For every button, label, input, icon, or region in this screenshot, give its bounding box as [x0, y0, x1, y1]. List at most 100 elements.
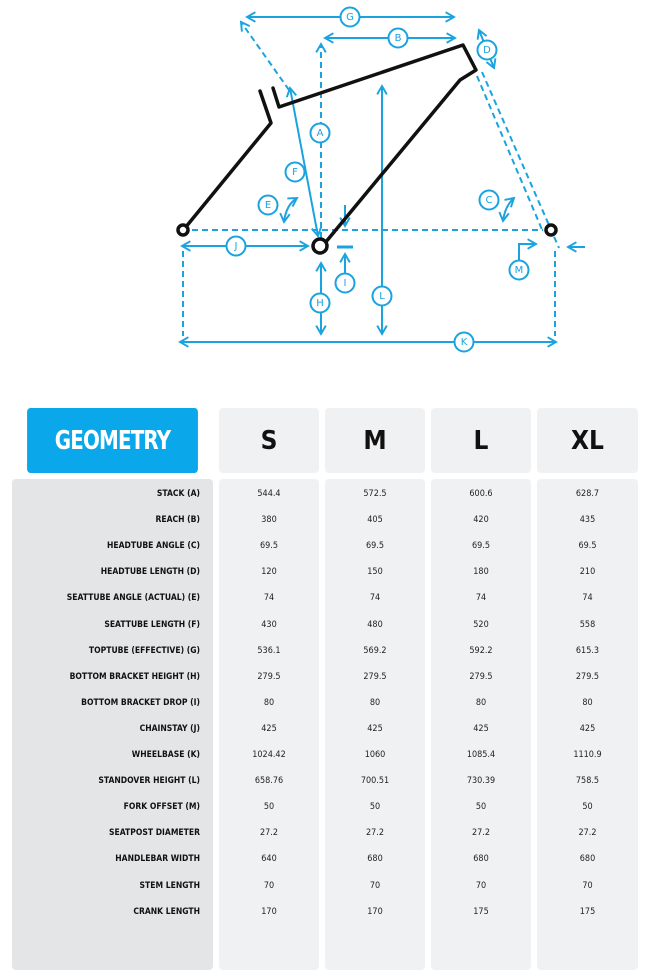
size-header-xl: XL [537, 408, 638, 473]
row-label: HEADTUBE LENGTH (D) [100, 567, 200, 578]
table-cell-value: 175 [579, 906, 596, 917]
table-cell-value: 69.5 [259, 541, 279, 552]
size-header-l: L [431, 408, 531, 473]
table-cell-value: 69.5 [365, 541, 385, 552]
measure-label-m: M [515, 265, 524, 276]
row-label: CHAINSTAY (J) [139, 723, 200, 734]
label-circle-m [508, 259, 530, 281]
table-cell-value: 74 [369, 593, 381, 604]
table-cell-value: 50 [582, 802, 593, 813]
fork-line-2 [481, 71, 560, 249]
table-cell-value: 279.5 [363, 671, 387, 682]
label-circle-f [284, 161, 306, 183]
table-cell-value: 425 [261, 723, 277, 734]
measure-label-c: C [486, 195, 493, 206]
measure-label-j: J [234, 241, 238, 252]
row-label: REACH (B) [155, 515, 200, 526]
table-cell-value: 120 [261, 567, 277, 578]
table-cell-value: 425 [579, 723, 596, 734]
table-cell-value: 279.5 [575, 671, 600, 682]
label-circle-g [339, 6, 361, 28]
table-cell-value: 210 [579, 567, 596, 578]
table-cell-value: 544.4 [257, 489, 281, 499]
bottom-bracket [311, 237, 329, 255]
table-cell-value: 536.1 [257, 645, 281, 656]
table-cell-value: 70 [475, 880, 487, 891]
measure-label-i: I [344, 278, 347, 289]
size-header-s: S [219, 408, 319, 473]
m-arrow [518, 238, 538, 262]
table-cell-value: 27.2 [578, 828, 597, 839]
table-cell-value: 405 [367, 515, 383, 526]
table-cell-value: 27.2 [471, 828, 491, 839]
row-labels-column: STACK (A) REACH (B) HEADTUBE ANGLE (C) HEAD… [12, 479, 213, 970]
row-label: STACK (A) [156, 489, 200, 499]
table-cell-value: 80 [263, 697, 275, 708]
table-cell-value: 380 [261, 515, 277, 526]
measure-label-g: G [346, 12, 354, 23]
measure-label-f: F [292, 167, 298, 178]
label-circle-j [225, 235, 247, 257]
fork-line-1 [476, 75, 544, 233]
label-circle-d [476, 39, 498, 61]
table-cell-value: 600.6 [469, 489, 493, 499]
label-circle-a [309, 122, 331, 144]
f-arrow [285, 86, 323, 238]
table-cell-value: 1024.42 [252, 750, 286, 760]
geometry-title: GEOMETRY [27, 408, 198, 473]
row-label: CRANK LENGTH [133, 906, 200, 917]
label-circle-i [334, 272, 356, 294]
table-cell-value: 80 [369, 697, 381, 708]
table-cell-value: 70 [369, 880, 381, 891]
label-circle-b [387, 27, 409, 49]
label-circle-l [371, 285, 393, 307]
table-cell-value: 170 [367, 906, 383, 917]
table-cell-value: 80 [475, 697, 487, 708]
bike-frame [176, 43, 558, 255]
label-circle-k [453, 331, 475, 353]
table-cell-value: 1085.4 [466, 750, 496, 760]
seat-extension [239, 20, 290, 91]
table-cell-value: 80 [582, 697, 593, 708]
row-label: HANDLEBAR WIDTH [115, 854, 200, 865]
row-label: SEATTUBE LENGTH (F) [104, 619, 200, 630]
table-cell-value: 175 [473, 906, 489, 917]
table-cell-value: 70 [263, 880, 275, 891]
table-cell-value: 640 [261, 854, 277, 865]
table-cell-value: 27.2 [365, 828, 385, 839]
table-cell-value: 279.5 [257, 671, 281, 682]
table-cell-value: 74 [475, 593, 487, 604]
table-cell-value: 558 [579, 619, 596, 630]
table-cell-value: 50 [369, 802, 381, 813]
table-cell-value: 1060 [364, 750, 386, 760]
measure-label-b: B [395, 33, 402, 44]
label-circle-c [478, 189, 500, 211]
table-cell-value: 572.5 [363, 489, 387, 499]
table-cell-value: 680 [579, 854, 596, 865]
size-header-m: M [325, 408, 425, 473]
table-cell-value: 569.2 [363, 645, 387, 656]
table-cell-value: 70 [582, 880, 593, 891]
row-label: BOTTOM BRACKET DROP (I) [81, 697, 200, 708]
table-cell-value: 420 [473, 515, 489, 526]
table-cell-value: 27.2 [259, 828, 279, 839]
row-label: WHEELBASE (K) [131, 750, 200, 760]
row-label: HEADTUBE ANGLE (C) [107, 541, 200, 552]
table-cell-value: 150 [367, 567, 383, 578]
table-cell-value: 69.5 [578, 541, 597, 552]
table-cell-value: 592.2 [469, 645, 493, 656]
table-cell-value: 628.7 [575, 489, 600, 499]
label-circle-e [257, 194, 279, 216]
table-cell-value: 435 [579, 515, 596, 526]
table-cell-value: 680 [473, 854, 489, 865]
table-cell-value: 520 [473, 619, 489, 630]
front-axle [544, 223, 558, 237]
rear-axle [176, 223, 190, 237]
table-cell-value: 615.3 [575, 645, 600, 656]
table-cell-value: 658.76 [254, 776, 284, 787]
